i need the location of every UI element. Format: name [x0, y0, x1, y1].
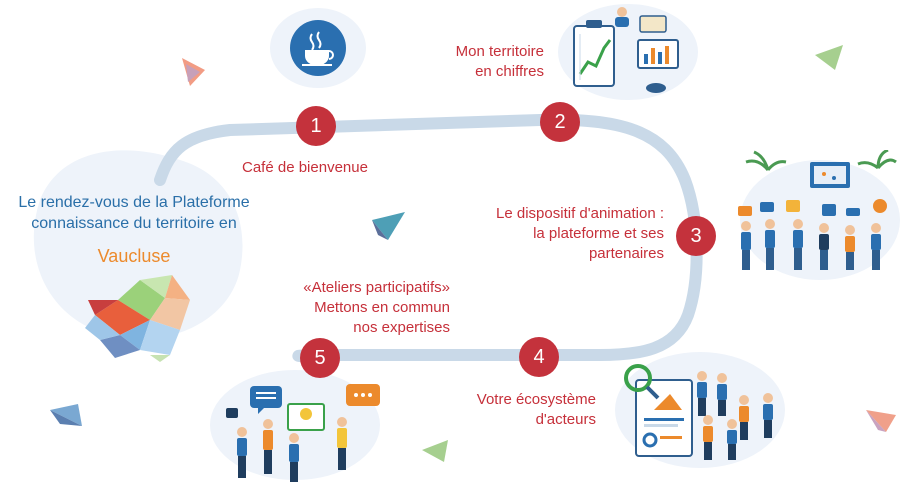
- ecosystem-illustration: [624, 364, 773, 460]
- deco-triangle: [815, 45, 843, 70]
- step-2-label-line: Mon territoire: [455, 43, 544, 60]
- step-1-badge: 1: [296, 106, 336, 146]
- statistics-illustration: [573, 7, 679, 93]
- map-polygon-logo: [85, 275, 190, 362]
- step-1-label-line: Café de bienvenue: [242, 159, 368, 176]
- team-meeting-illustration: [738, 150, 897, 270]
- deco-triangle: [186, 64, 200, 82]
- intro-blob: [33, 150, 243, 339]
- step-3-badge: 3: [676, 216, 716, 256]
- deco-triangle: [50, 410, 82, 426]
- step-5-label-line: nos expertises: [353, 319, 450, 336]
- blob-team: [740, 160, 900, 280]
- deco-triangle: [866, 410, 896, 432]
- step-5-badge: 5: [300, 338, 340, 378]
- workshop-illustration: [226, 384, 380, 482]
- step-2-label: Mon territoire en chiffres: [400, 42, 544, 82]
- step-3-label-line: Le dispositif d'animation :: [496, 205, 664, 222]
- step-4-label-line: d'acteurs: [535, 411, 596, 428]
- step-5-label-line: «Ateliers participatifs»: [303, 279, 450, 296]
- deco-triangle: [372, 220, 388, 240]
- step-2-label-line: en chiffres: [475, 63, 544, 80]
- step-5-label-line: Mettons en commun: [314, 299, 450, 316]
- step-4-label-line: Votre écosystème: [476, 391, 596, 408]
- step-1-label: Café de bienvenue: [242, 158, 368, 178]
- step-3-label: Le dispositif d'animation : la plateform…: [440, 204, 664, 264]
- intro-place: Vaucluse: [97, 246, 171, 266]
- intro-line-1: Le rendez-vous de la Plateforme: [18, 194, 250, 211]
- step-3-label-line: la plateforme et ses: [533, 225, 664, 242]
- intro-line-2: connaissance du territoire en: [31, 215, 237, 232]
- deco-triangle: [50, 404, 82, 426]
- intro-title: Le rendez-vous de la Plateforme connaiss…: [0, 192, 268, 267]
- deco-triangle: [422, 440, 448, 462]
- step-2-badge: 2: [540, 102, 580, 142]
- step-4-label: Votre écosystème d'acteurs: [440, 390, 596, 430]
- step-4-badge: 4: [519, 337, 559, 377]
- deco-triangle: [866, 410, 886, 432]
- step-3-label-line: partenaires: [588, 245, 664, 262]
- deco-triangle: [372, 212, 405, 240]
- step-5-label: «Ateliers participatifs» Mettons en comm…: [270, 278, 450, 338]
- coffee-cup-icon: [290, 20, 346, 76]
